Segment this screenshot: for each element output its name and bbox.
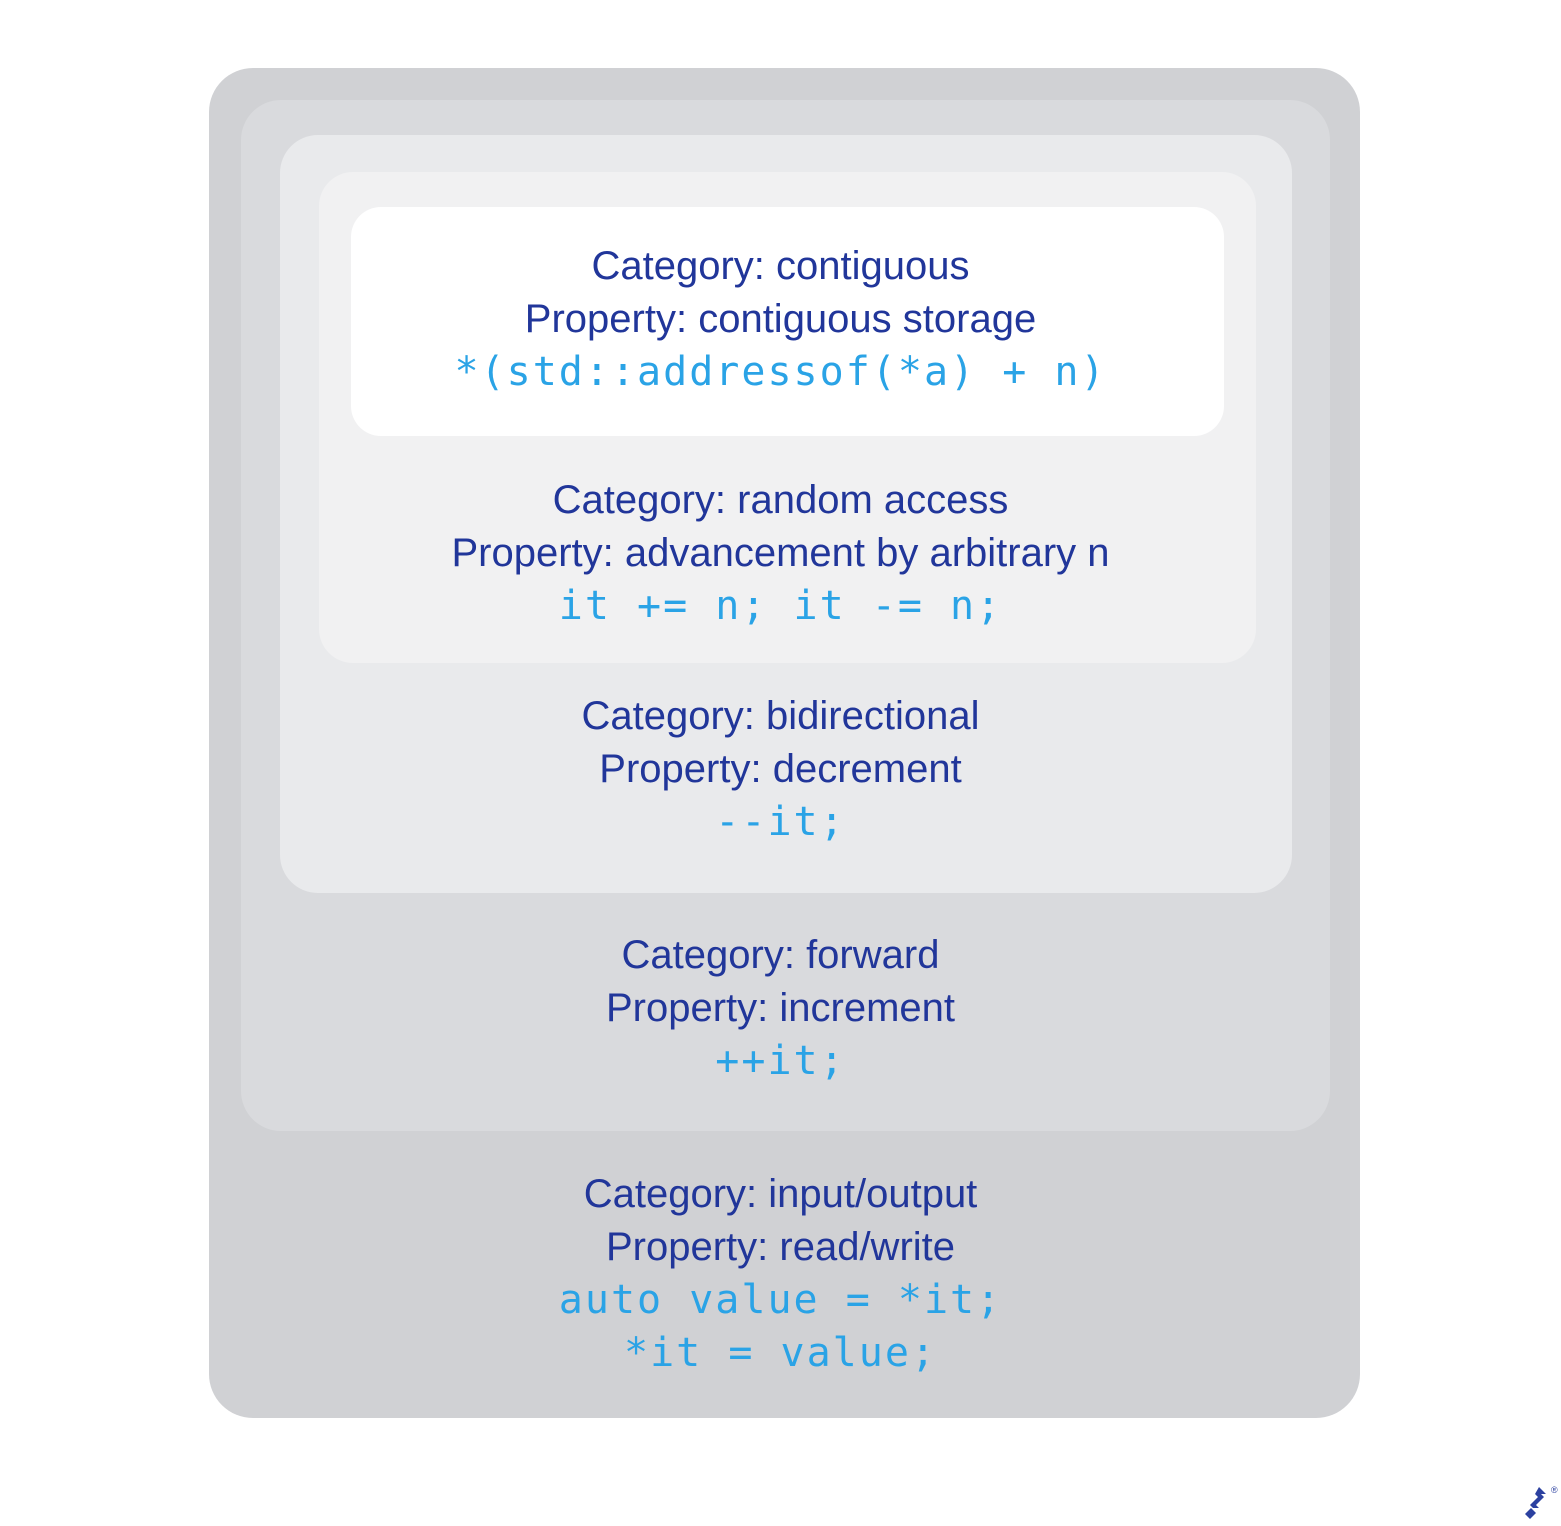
forward-label-group: Category: forward Property: increment ++…: [0, 929, 1561, 1088]
io-code-line-1: auto value = *it;: [558, 1277, 1003, 1323]
random-access-property-label: Property: advancement by arbitrary n: [451, 531, 1110, 575]
contiguous-category-box: [351, 207, 1224, 436]
bidirectional-property-label: Property: decrement: [599, 747, 962, 791]
io-property-label: Property: read/write: [605, 1225, 956, 1269]
bidirectional-code: --it;: [715, 799, 846, 845]
contiguous-label-group: Category: contiguous Property: contiguou…: [0, 240, 1561, 399]
contiguous-code: *(std::addressof(*a) + n): [454, 349, 1107, 395]
bidirectional-category-label: Category: bidirectional: [581, 694, 980, 738]
io-code-line-2: *it = value;: [624, 1330, 937, 1376]
forward-category-label: Category: forward: [621, 933, 940, 977]
random-access-category-label: Category: random access: [552, 478, 1009, 522]
registered-mark: ®: [1551, 1485, 1558, 1495]
io-category-label: Category: input/output: [583, 1172, 978, 1216]
forward-property-label: Property: increment: [605, 986, 956, 1030]
contiguous-category-label: Category: contiguous: [591, 244, 970, 288]
bidirectional-label-group: Category: bidirectional Property: decrem…: [0, 690, 1561, 849]
io-label-group: Category: input/output Property: read/wr…: [0, 1168, 1561, 1380]
toptal-logo-icon: ®: [1525, 1485, 1558, 1519]
forward-code: ++it;: [715, 1038, 846, 1084]
contiguous-property-label: Property: contiguous storage: [524, 297, 1037, 341]
random-access-label-group: Category: random access Property: advanc…: [0, 474, 1561, 633]
random-access-code: it += n; it -= n;: [558, 583, 1003, 629]
